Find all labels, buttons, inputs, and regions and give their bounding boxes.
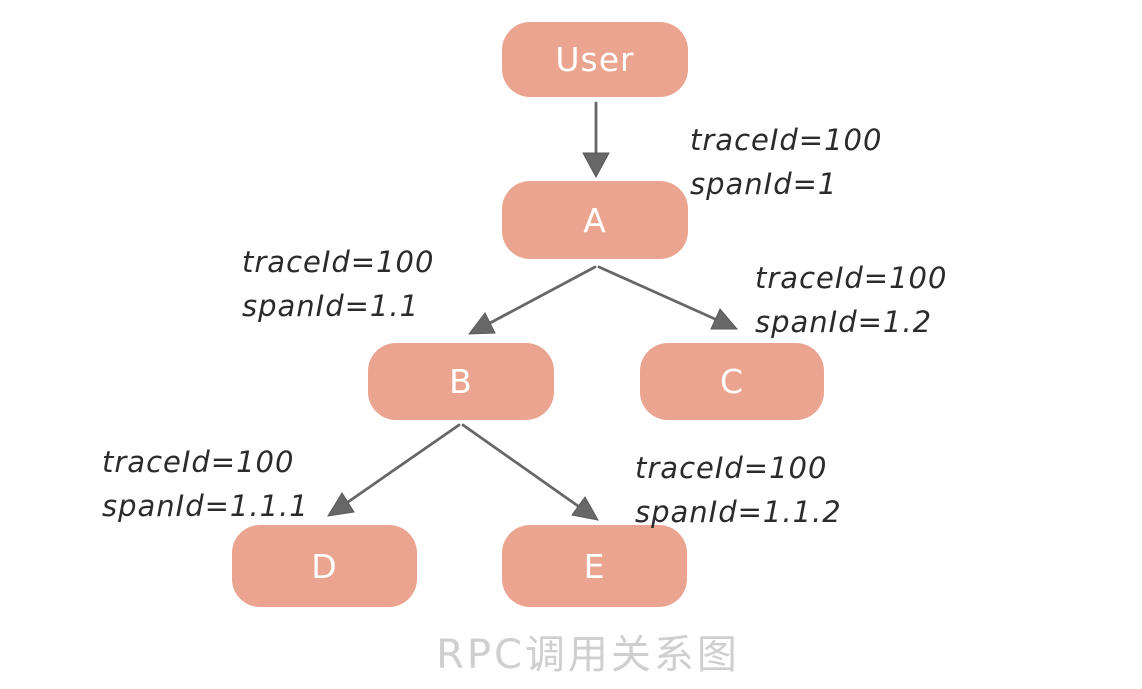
arrow-b-to-e bbox=[461, 423, 599, 521]
node-c: C bbox=[640, 343, 824, 420]
arrow-a-to-b bbox=[467, 265, 597, 335]
node-b-label: B bbox=[449, 362, 473, 401]
edge-label-a-b-trace: traceId=100 bbox=[242, 245, 435, 279]
node-d: D bbox=[232, 525, 417, 607]
node-user-label: User bbox=[555, 40, 635, 79]
diagram-title: RPC调用关系图 bbox=[436, 632, 740, 678]
node-e: E bbox=[502, 525, 687, 607]
edge-label-b-e: traceId=100 spanId=1.1.2 bbox=[635, 446, 842, 534]
edge-label-user-a-trace: traceId=100 bbox=[690, 123, 883, 157]
node-d-label: D bbox=[311, 546, 338, 586]
arrow-b-to-d bbox=[327, 423, 461, 517]
node-user: User bbox=[502, 22, 688, 97]
node-a-label: A bbox=[583, 200, 607, 240]
edge-label-b-e-trace: traceId=100 bbox=[635, 451, 828, 485]
edge-label-b-e-span: spanId=1.1.2 bbox=[635, 495, 842, 529]
edge-label-a-c: traceId=100 spanId=1.2 bbox=[755, 256, 947, 344]
node-c-label: C bbox=[719, 362, 745, 401]
edge-label-b-d: traceId=100 spanId=1.1.1 bbox=[102, 440, 309, 528]
edge-label-b-d-trace: traceId=100 bbox=[102, 445, 295, 479]
edge-label-user-a-span: spanId=1 bbox=[690, 167, 838, 201]
node-e-label: E bbox=[583, 546, 606, 586]
edge-label-a-c-trace: traceId=100 bbox=[755, 261, 948, 295]
node-a: A bbox=[502, 181, 688, 259]
arrow-a-to-c bbox=[597, 265, 739, 330]
arrow-user-to-a bbox=[582, 101, 610, 179]
edge-label-user-a: traceId=100 spanId=1 bbox=[690, 118, 882, 206]
edge-label-a-b-span: spanId=1.1 bbox=[242, 289, 420, 323]
edge-label-b-d-span: spanId=1.1.1 bbox=[102, 489, 309, 523]
node-b: B bbox=[368, 343, 554, 420]
edge-label-a-b: traceId=100 spanId=1.1 bbox=[242, 240, 434, 328]
edge-label-a-c-span: spanId=1.2 bbox=[755, 305, 933, 339]
